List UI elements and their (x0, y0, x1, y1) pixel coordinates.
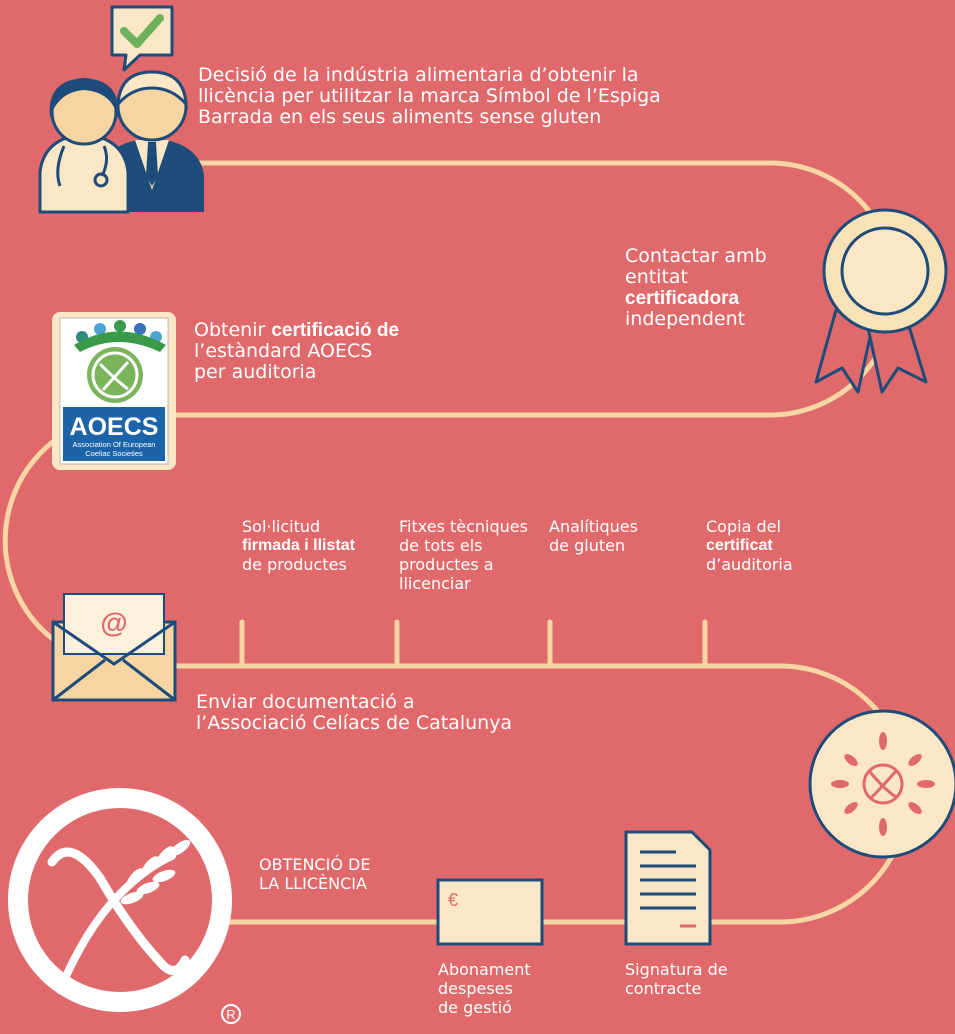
step-contact-line-2: entitat (625, 266, 689, 288)
step-send-line-1: Enviar documentació a (196, 691, 415, 713)
certificate-seal-icon (814, 208, 948, 394)
document-item-2-line-3: productes a (399, 555, 494, 574)
document-item-2-line-4: llicenciar (399, 574, 471, 593)
payment-line-2: despeses (438, 979, 513, 998)
step-contact-line-4: independent (625, 308, 746, 330)
step-certification-text: Obtenir certificació de l’estàndard AOEC… (194, 320, 399, 383)
document-item-1: Sol·licitud firmada i llistat de product… (242, 517, 355, 574)
licence-title-line-1: OBTENCIÓ DE (259, 855, 371, 874)
document-item-4-line-1: Copia del (706, 517, 781, 536)
step-decision-text: Decisió de la indústria alimentaria d’ob… (198, 65, 661, 128)
envelope-email-icon (51, 593, 177, 702)
gluten-free-seal-icon (808, 709, 955, 859)
contract-line-2: contracte (625, 979, 702, 998)
aoecs-logo-icon (52, 312, 176, 470)
step-contact-text: Contactar amb entitat certificadora inde… (625, 246, 767, 330)
document-item-1-line-1: Sol·licitud (242, 517, 321, 536)
document-item-2: Fitxes tècniques de tots els productes a… (399, 517, 528, 593)
contract-line-1: Signatura de (625, 960, 728, 979)
document-item-3: Analítiques de gluten (549, 517, 638, 555)
step-send-text: Enviar documentació a l’Associació Celía… (196, 692, 512, 734)
document-item-3-line-1: Analítiques (549, 517, 638, 536)
document-item-2-line-2: de tots els (399, 536, 483, 555)
payment-line-3: de gestió (438, 998, 512, 1017)
aoecs-logo-subtitle-2: Coeliac Societies (85, 449, 143, 458)
step-decision-line-3: Barrada en els seus aliments sense glute… (198, 106, 602, 128)
document-item-2-line-1: Fitxes tècniques (399, 517, 528, 536)
registered-mark-icon (221, 1004, 241, 1024)
step-send-line-2: l’Associació Celíacs de Catalunya (196, 712, 513, 734)
contract-text: Signatura de contracte (625, 960, 728, 998)
document-item-4: Copia del certificat d’auditoria (706, 517, 793, 574)
contract-document-icon (624, 830, 712, 946)
step-decision-line-1: Decisió de la indústria alimentaria d’ob… (198, 64, 639, 86)
document-item-3-line-2: de gluten (549, 536, 626, 555)
step-contact-line-3: certificadora (625, 288, 740, 309)
document-item-4-line-3: d’auditoria (706, 555, 793, 574)
step-certification-line-1: Obtenir (194, 319, 272, 341)
step-certification-line-1-bold: certificació de (271, 320, 400, 341)
aoecs-logo-name: AOECS (70, 413, 159, 441)
approval-check-icon (110, 5, 174, 72)
step-contact-line-1: Contactar amb (625, 245, 767, 267)
document-item-1-line-2: firmada i llistat (242, 537, 355, 554)
licence-title-text: OBTENCIÓ DE LA LLICÈNCIA (259, 855, 370, 893)
document-item-1-line-3: de productes (242, 555, 347, 574)
licence-title-line-2: LA LLICÈNCIA (259, 874, 367, 893)
step-certification-line-3: per auditoria (194, 361, 317, 383)
document-ticks (239, 619, 708, 669)
people-icon (38, 70, 204, 214)
payment-line-1: Abonament (438, 960, 531, 979)
payment-card-icon (436, 878, 544, 946)
step-certification-line-2: l’estàndard AOECS (194, 340, 373, 362)
aoecs-logo-subtitle-1: Association Of European (73, 440, 156, 449)
email-at-symbol: @ (100, 607, 127, 638)
step-decision-line-2: llicència per utilitzar la marca Símbol … (198, 85, 661, 107)
payment-text: Abonament despeses de gestió (438, 960, 531, 1017)
crossed-grain-logo-icon (8, 788, 232, 1012)
registered-mark-letter: R (226, 1007, 235, 1022)
payment-euro-symbol: € (448, 890, 458, 910)
document-item-4-line-2: certificat (706, 537, 773, 554)
